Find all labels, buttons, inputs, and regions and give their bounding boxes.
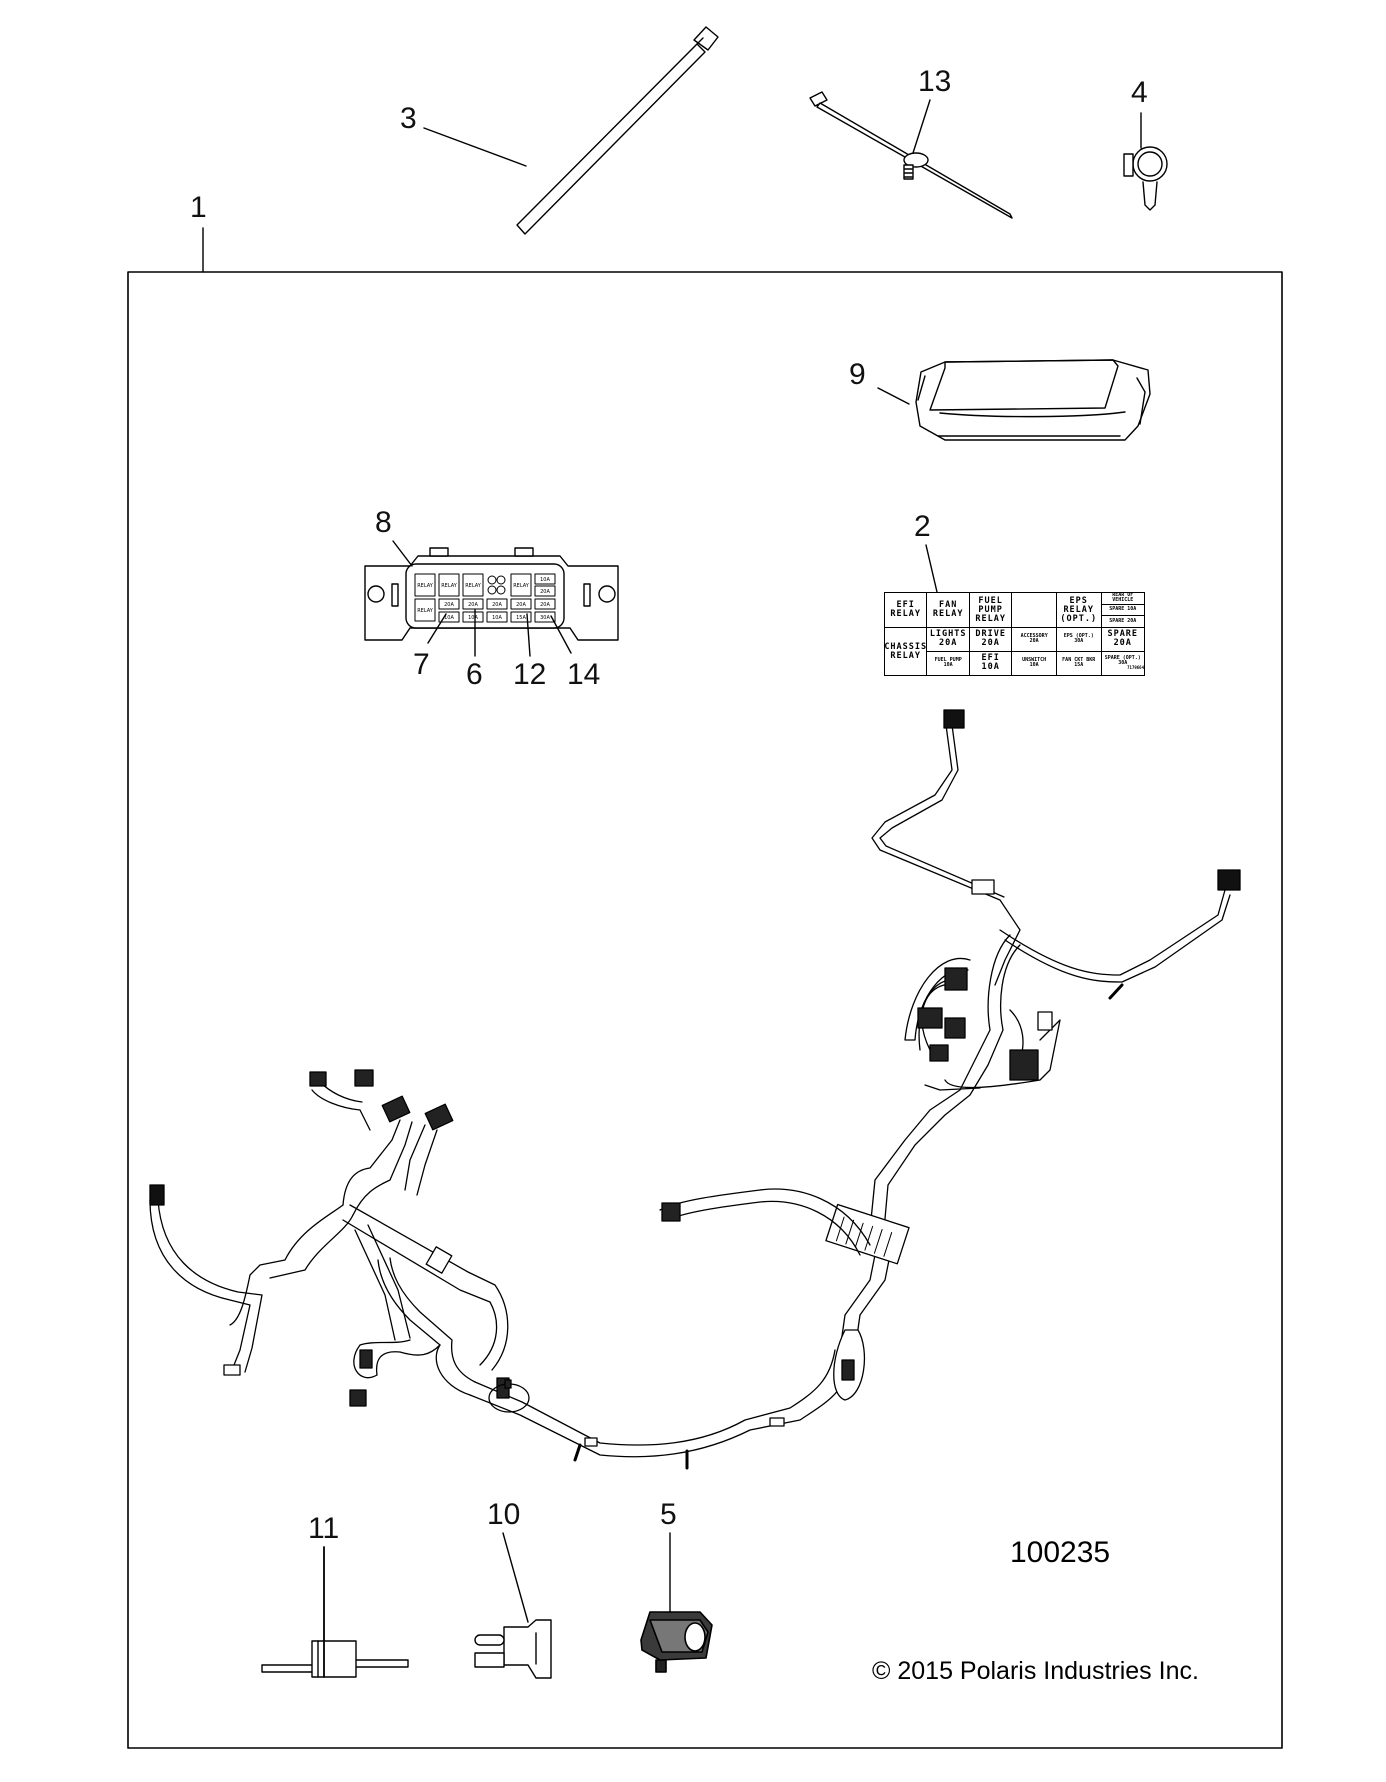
fuse-box-cell-label: 30A [540,615,550,621]
fuse-box-relay-slot [510,573,532,597]
cell-rear-of-vehicle: REAR OF VEHICLE [1101,593,1144,605]
cell-fan-ckt-bkr: FAN CKT BKR 15A [1057,651,1102,675]
fuse-box-fuse-slot [510,611,532,623]
callout-2: 2 [914,510,931,543]
cell-efi-relay: EFI RELAY [885,593,928,629]
cell-unswitch: UNSWITCH 10A [1012,651,1057,675]
callout-1: 1 [190,191,207,224]
label-part-number: 7179664 [1127,665,1144,671]
assembly-frame [127,271,1283,1749]
fuse-box-cell-label: 20A [540,602,550,608]
fuse-box-cell-label: 20A [516,602,526,608]
callout-4: 4 [1131,76,1148,109]
cell-fuel-pump-relay: FUEL PUMP RELAY [969,593,1013,629]
leader-3 [423,127,527,167]
leader-8 [392,540,413,567]
cell-spare-20a-small: SPARE 20A [1101,616,1144,629]
leader-9 [877,387,910,405]
callout-6: 6 [466,658,483,691]
callout-12: 12 [513,658,547,691]
fuse-box-fuse-slot [486,611,508,623]
callout-14: 14 [567,658,601,691]
leader-14 [550,615,572,654]
fuse-box-pad [487,575,497,585]
cell-spare-opt: SPARE (OPT.) 30A 7179664 [1102,652,1144,675]
wiring-harness-icon [149,709,1241,1470]
fuse-box-icon: RELAY RELAY RELAY RELAY RELAY 10A 20A 20A 20A 20A… [364,547,619,641]
cell-blank [1012,593,1057,629]
callout-11: 11 [308,1512,340,1545]
cell-spare-20a: SPARE 20A [1101,628,1144,652]
fuse-box-fuse-slot [438,611,460,623]
fuse-label-table: EFI RELAY FAN RELAY FUEL PUMP RELAY EPS … [884,592,1145,676]
harness-clip-icon [1123,146,1168,211]
cell-fan-relay: FAN RELAY [927,593,970,629]
push-mount-tie-icon [809,91,1013,219]
fuse-box-cell-label: 10A [492,615,502,621]
fuse-box-cell-label: RELAY [513,583,530,589]
cell-drive: DRIVE 20A [969,628,1013,652]
fuse-box-cover-icon [915,359,1151,441]
fuse-box-cell-label: RELAY [441,583,458,589]
fuse-box-cell-label: 20A [492,602,502,608]
fuse-box-pad [496,575,506,585]
cell-spare-10a: SPARE 10A [1101,605,1144,617]
leader-12 [526,613,531,657]
leader-10 [502,1532,529,1623]
fuse-box-relay-slot [414,573,436,597]
fuse-box-fuse-slot [510,598,532,610]
leader-7 [427,613,447,644]
connector-icon [640,1611,713,1673]
fuse-box-cell-label: RELAY [417,583,434,589]
fuse-box-relay-slot [438,573,460,597]
fuse-box-fuse-slot [534,573,556,585]
fuse-box-relay-slot [414,598,436,622]
spare-opt-text: SPARE (OPT.) 30A [1104,654,1141,667]
callout-5: 5 [660,1498,677,1531]
fuse-box-fuse-slot [438,598,460,610]
cell-eps-relay: EPS RELAY (OPT.) [1056,593,1102,629]
leader-13 [912,99,931,154]
fuse-box-pad [487,585,497,595]
fuse-box-cell-label: 20A [444,602,454,608]
cell-chassis-relay: CHASSIS RELAY [885,628,928,675]
callout-8: 8 [375,506,392,539]
fuse-box-cell-label: RELAY [465,583,482,589]
fuse-box-fuse-slot [534,611,556,623]
copyright-notice: © 2015 Polaris Industries Inc. [872,1657,1199,1685]
diode-icon [261,1640,409,1678]
fuse-box-cell-label: 10A [444,615,454,621]
cell-lights: LIGHTS 20A [927,628,970,652]
cell-efi: EFI 10A [970,651,1013,675]
document-number: 100235 [1010,1536,1111,1569]
fuse-box-cell-label: RELAY [417,608,434,614]
cell-eps-opt: EPS (OPT.) 30A [1056,628,1102,652]
fuse-box-relay-slot [462,573,484,597]
callout-10: 10 [487,1498,521,1531]
cell-fuel-pump: FUEL PUMP 10A [927,651,970,675]
cell-accessory: ACCESSORY 20A [1012,628,1057,652]
fuse-box-cell-label: 20A [468,602,478,608]
fuse-box-cell-label: 10A [540,577,550,583]
fuse-box-fuse-slot [534,585,556,597]
callout-9: 9 [849,358,866,391]
fuse-box-cell-label: 15A [516,615,526,621]
cable-tie-icon [516,26,719,235]
callout-13: 13 [918,65,952,98]
callout-7: 7 [413,648,430,681]
fuse-box-fuse-slot [462,598,484,610]
fuse-box-fuse-slot [534,598,556,610]
relay-terminal-icon [474,1619,552,1679]
fuse-box-fuse-slot [486,598,508,610]
fuse-box-pad [496,585,506,595]
fuse-box-fuse-slot [462,611,484,623]
fuse-box-cell-label: 20A [540,589,550,595]
leader-2 [925,544,938,593]
callout-3: 3 [400,102,417,135]
fuse-box-cell-label: 10A [468,615,478,621]
